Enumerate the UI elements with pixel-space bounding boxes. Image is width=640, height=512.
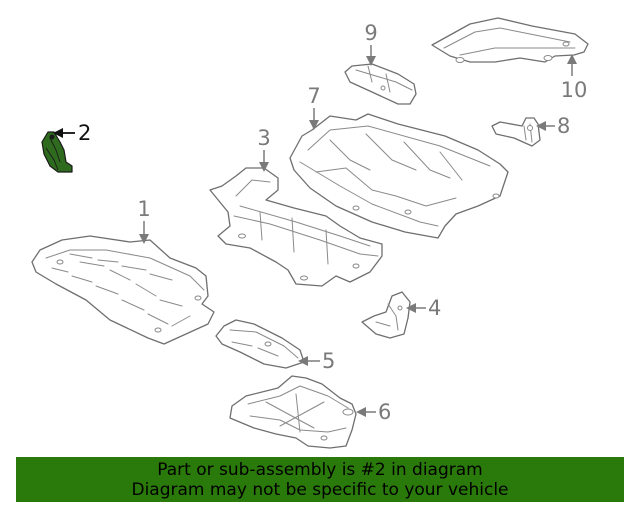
part-6-lower-skid-plate[interactable] [229, 375, 357, 449]
callout-5: 5 [298, 349, 335, 373]
part-1-skid-plate[interactable] [31, 235, 215, 345]
info-banner: Part or sub-assembly is #2 in diagram Di… [16, 457, 624, 502]
callout-10: 10 [561, 54, 588, 102]
svg-text:3: 3 [257, 126, 270, 150]
part-8-small-bracket[interactable] [491, 117, 541, 147]
banner-line-part: Part or sub-assembly is #2 in diagram [157, 460, 483, 480]
part-9-bracket[interactable] [344, 63, 417, 105]
svg-text:5: 5 [322, 349, 335, 373]
callout-6: 6 [356, 400, 391, 424]
banner-line-disclaimer: Diagram may not be specific to your vehi… [131, 480, 509, 500]
callout-8: 8 [536, 114, 570, 138]
callout-4: 4 [406, 296, 441, 320]
svg-text:6: 6 [378, 400, 391, 424]
callout-9: 9 [364, 21, 378, 66]
callout-7: 7 [307, 84, 321, 130]
part-7-rear-shield[interactable] [289, 113, 509, 239]
svg-text:4: 4 [428, 296, 441, 320]
svg-text:1: 1 [137, 197, 150, 221]
callout-3: 3 [257, 126, 271, 172]
callout-1: 1 [137, 197, 151, 244]
part-10-rear-plate[interactable] [431, 17, 589, 63]
parts-diagram: 1 2 3 4 5 6 7 8 9 [31, 17, 589, 449]
svg-text:7: 7 [307, 84, 320, 108]
svg-text:10: 10 [561, 78, 588, 102]
svg-text:9: 9 [364, 21, 377, 45]
svg-text:2: 2 [78, 121, 91, 145]
svg-text:8: 8 [557, 114, 570, 138]
callout-2: 2 [53, 121, 91, 145]
part-4-side-bracket[interactable] [361, 291, 411, 339]
part-5-small-shield[interactable] [215, 319, 305, 369]
part-3-center-shield[interactable] [209, 167, 383, 287]
part-2-highlighted-bracket[interactable] [41, 131, 73, 173]
